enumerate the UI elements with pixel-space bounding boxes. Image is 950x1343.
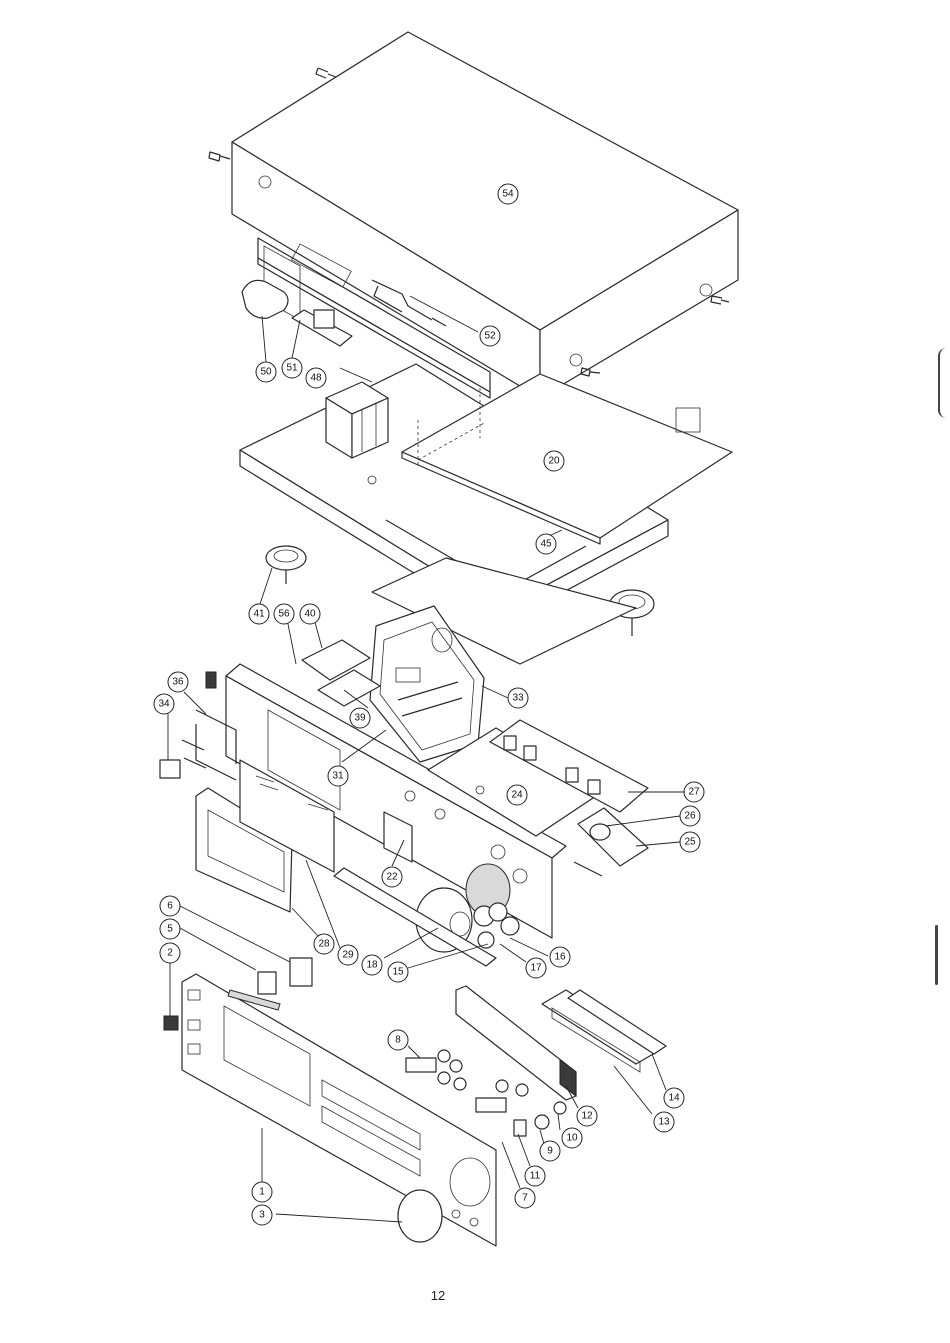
svg-text:31: 31 bbox=[332, 771, 344, 782]
callout-41: 41 bbox=[249, 604, 269, 624]
callout-28: 28 bbox=[314, 934, 334, 954]
svg-text:9: 9 bbox=[547, 1146, 553, 1157]
svg-text:6: 6 bbox=[167, 901, 173, 912]
callout-12: 12 bbox=[577, 1106, 597, 1126]
page-number: 12 bbox=[0, 1288, 876, 1303]
svg-text:54: 54 bbox=[502, 189, 514, 200]
svg-text:3: 3 bbox=[259, 1210, 265, 1221]
svg-text:22: 22 bbox=[386, 872, 398, 883]
svg-text:11: 11 bbox=[530, 1171, 541, 1182]
callout-48: 48 bbox=[306, 368, 326, 388]
svg-text:13: 13 bbox=[658, 1117, 670, 1128]
svg-text:56: 56 bbox=[278, 609, 290, 620]
svg-text:40: 40 bbox=[304, 609, 316, 620]
svg-text:18: 18 bbox=[366, 960, 378, 971]
svg-text:17: 17 bbox=[530, 963, 542, 974]
callout-34: 34 bbox=[154, 694, 174, 714]
svg-text:15: 15 bbox=[392, 967, 404, 978]
callout-36: 36 bbox=[168, 672, 188, 692]
callout-7: 7 bbox=[515, 1188, 535, 1208]
callout-18: 18 bbox=[362, 955, 382, 975]
svg-text:48: 48 bbox=[310, 373, 322, 384]
svg-text:7: 7 bbox=[522, 1193, 528, 1204]
callout-45: 45 bbox=[536, 534, 556, 554]
svg-text:10: 10 bbox=[566, 1133, 578, 1144]
callout-14: 14 bbox=[664, 1088, 684, 1108]
callout-51: 51 bbox=[282, 358, 302, 378]
callout-56: 56 bbox=[274, 604, 294, 624]
callout-9: 9 bbox=[540, 1141, 560, 1161]
callout-20: 20 bbox=[544, 451, 564, 471]
callout-15: 15 bbox=[388, 962, 408, 982]
svg-text:25: 25 bbox=[684, 837, 696, 848]
callout-26: 26 bbox=[680, 806, 700, 826]
svg-text:41: 41 bbox=[253, 609, 265, 620]
svg-text:14: 14 bbox=[668, 1093, 680, 1104]
svg-text:51: 51 bbox=[286, 363, 298, 374]
front-panel bbox=[182, 974, 496, 1246]
svg-text:33: 33 bbox=[512, 693, 524, 704]
svg-text:28: 28 bbox=[318, 939, 330, 950]
svg-text:8: 8 bbox=[395, 1035, 401, 1046]
callout-27: 27 bbox=[684, 782, 704, 802]
svg-text:20: 20 bbox=[548, 456, 560, 467]
svg-text:26: 26 bbox=[684, 811, 696, 822]
svg-text:1: 1 bbox=[259, 1187, 265, 1198]
callout-24: 24 bbox=[507, 785, 527, 805]
callout-40: 40 bbox=[300, 604, 320, 624]
svg-text:36: 36 bbox=[172, 677, 184, 688]
button-cluster-8 bbox=[406, 1050, 466, 1090]
svg-text:2: 2 bbox=[167, 948, 173, 959]
callout-29: 29 bbox=[338, 945, 358, 965]
callout-17: 17 bbox=[526, 958, 546, 978]
callout-8: 8 bbox=[388, 1030, 408, 1050]
callout-11: 11 bbox=[525, 1166, 545, 1186]
pcb-26-25 bbox=[574, 808, 648, 876]
svg-text:29: 29 bbox=[342, 950, 354, 961]
svg-text:24: 24 bbox=[511, 790, 523, 801]
callout-13: 13 bbox=[654, 1112, 674, 1132]
callout-50: 50 bbox=[256, 362, 276, 382]
svg-text:50: 50 bbox=[260, 367, 272, 378]
callout-54: 54 bbox=[498, 184, 518, 204]
svg-text:16: 16 bbox=[554, 952, 566, 963]
callout-33: 33 bbox=[508, 688, 528, 708]
svg-text:52: 52 bbox=[484, 331, 496, 342]
svg-text:27: 27 bbox=[688, 787, 700, 798]
callout-6: 6 bbox=[160, 896, 180, 916]
callout-3: 3 bbox=[252, 1205, 272, 1225]
callout-10: 10 bbox=[562, 1128, 582, 1148]
callout-1: 1 bbox=[252, 1182, 272, 1202]
callout-39: 39 bbox=[350, 708, 370, 728]
svg-text:12: 12 bbox=[581, 1111, 593, 1122]
callout-31: 31 bbox=[328, 766, 348, 786]
svg-text:5: 5 bbox=[167, 924, 173, 935]
pcb-40 bbox=[302, 640, 380, 706]
callout-5: 5 bbox=[160, 919, 180, 939]
svg-text:45: 45 bbox=[540, 539, 552, 550]
callout-2: 2 bbox=[160, 943, 180, 963]
callout-25: 25 bbox=[680, 832, 700, 852]
callout-52: 52 bbox=[480, 326, 500, 346]
callout-22: 22 bbox=[382, 867, 402, 887]
callout-16: 16 bbox=[550, 947, 570, 967]
svg-text:34: 34 bbox=[158, 699, 170, 710]
foot-left bbox=[266, 546, 306, 584]
svg-text:39: 39 bbox=[354, 713, 366, 724]
